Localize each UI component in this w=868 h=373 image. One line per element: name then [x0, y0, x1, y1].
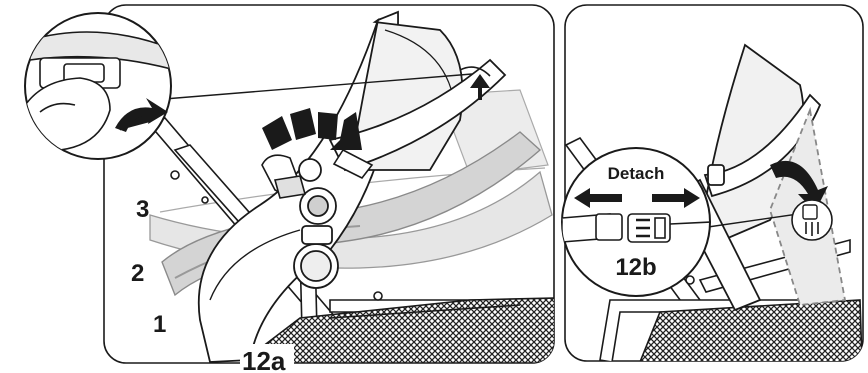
zoom-callout-detach: Detach 12b	[562, 148, 712, 296]
detach-label: Detach	[608, 164, 665, 183]
figure-label-12b: 12b	[615, 254, 656, 281]
position-label-1: 1	[153, 311, 166, 338]
panel-12b: Detach 12b	[562, 5, 863, 362]
position-label-3: 3	[136, 196, 149, 223]
panel-12a: 3 2 1 12a	[22, 5, 560, 373]
figure-label-12a: 12a	[242, 346, 286, 373]
position-label-2: 2	[131, 260, 144, 287]
